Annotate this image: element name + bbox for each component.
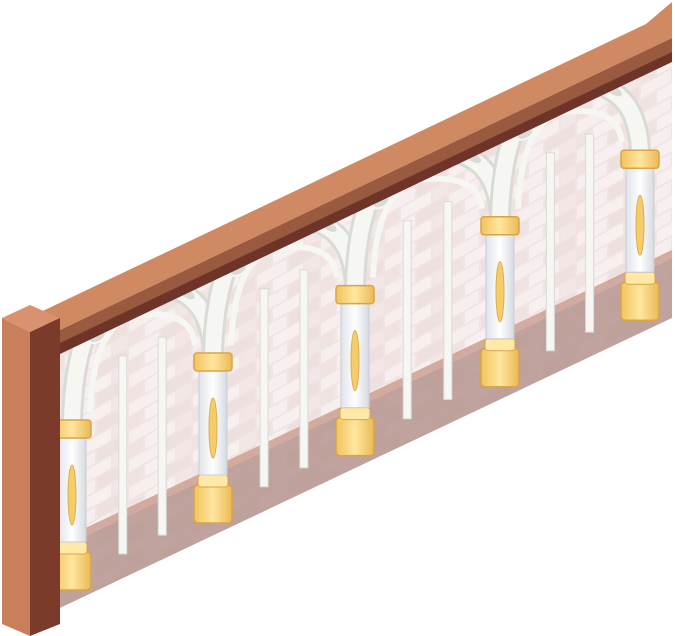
column-inlay (350, 330, 360, 392)
arch-mullion (545, 152, 555, 352)
column (620, 149, 660, 321)
column-base (480, 347, 520, 388)
column-base-cap (339, 407, 371, 421)
rail-shadow (60, 52, 672, 354)
arch-mullion (402, 220, 412, 420)
column (52, 419, 92, 591)
arch-mullion (259, 288, 269, 488)
column (335, 284, 375, 457)
column (193, 352, 233, 524)
column-base (335, 416, 375, 457)
corner-post (2, 305, 60, 636)
column-capital (480, 215, 520, 236)
column-capital (193, 352, 233, 372)
column-inlay (495, 261, 505, 323)
column-base-cap (56, 541, 88, 555)
column-base-cap (624, 271, 656, 285)
column (480, 215, 520, 388)
post-front (2, 318, 30, 636)
column-inlay (208, 397, 218, 459)
rail-top-face (28, 2, 672, 330)
column-inlay (67, 464, 77, 526)
column-capital (335, 284, 375, 305)
post-side (30, 318, 60, 636)
column-inlay (635, 194, 645, 256)
top-rail (28, 2, 672, 354)
column-base-cap (197, 474, 229, 488)
arch-mullion (118, 355, 128, 555)
column-capital (620, 149, 660, 169)
arch-mullion (585, 133, 595, 333)
column-base (620, 281, 660, 321)
column-base-cap (484, 338, 516, 352)
arch-mullion (157, 336, 167, 536)
arch-mullion (443, 200, 453, 400)
arch-mullion (299, 269, 309, 469)
column-base (193, 484, 233, 524)
